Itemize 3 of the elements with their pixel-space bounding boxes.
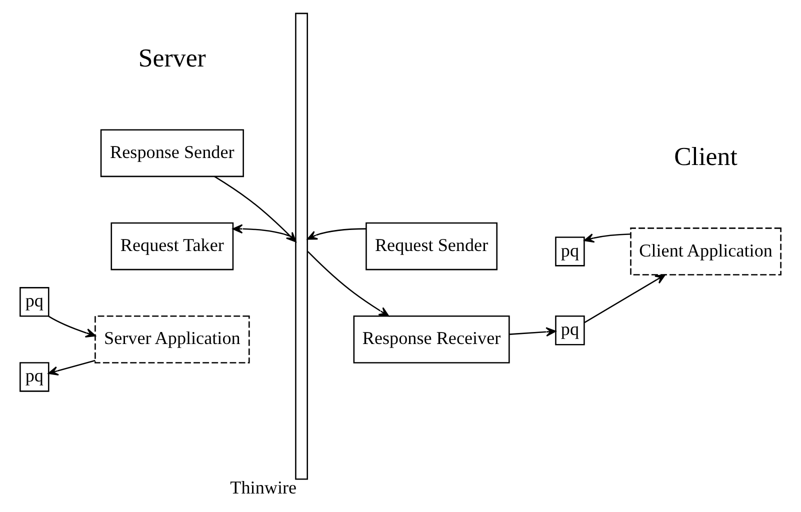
label: Client xyxy=(674,142,738,171)
node-label: Thinwire xyxy=(230,478,297,498)
label: Server xyxy=(138,43,206,72)
